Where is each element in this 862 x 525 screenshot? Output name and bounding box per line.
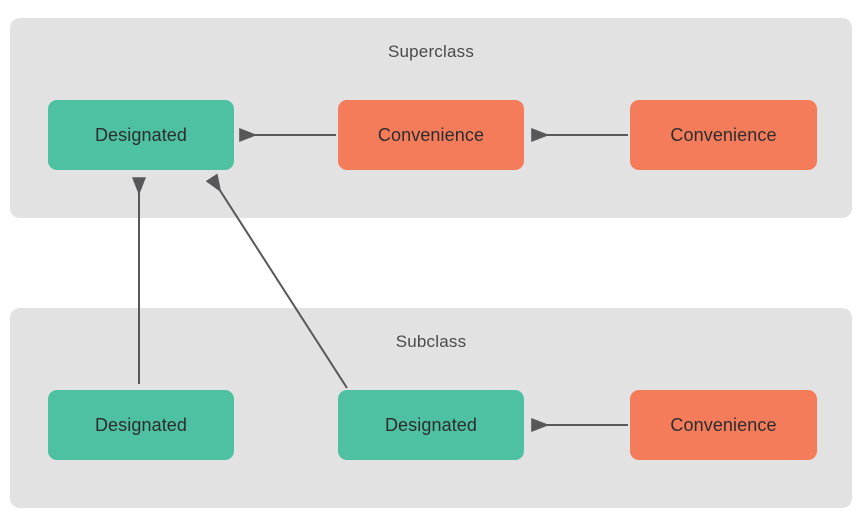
panel-superclass-title: Superclass [387,42,475,61]
panel-subclass-title: Subclass [395,332,467,351]
node-superclass-convenience-2[interactable]: Convenience [630,100,817,170]
node-subclass-designated-1[interactable]: Designated [48,390,234,460]
node-superclass-designated[interactable]: Designated [48,100,234,170]
node-subclass-convenience[interactable]: Convenience [630,390,817,460]
node-subclass-designated-2[interactable]: Designated [338,390,524,460]
node-superclass-convenience-1[interactable]: Convenience [338,100,524,170]
